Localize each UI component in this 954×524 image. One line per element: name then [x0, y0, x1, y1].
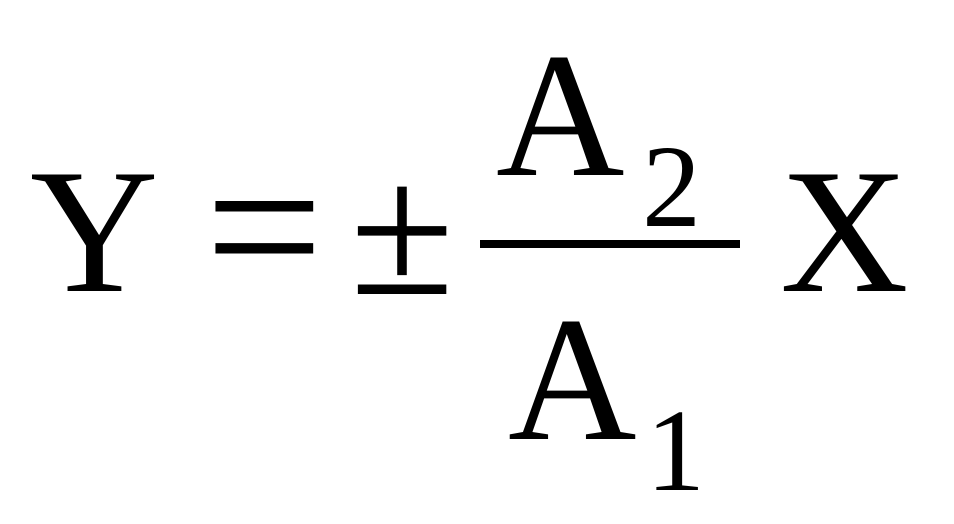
fraction-bar [480, 240, 740, 248]
equals-sign: = [205, 111, 324, 343]
denominator-subscript: 1 [646, 385, 705, 516]
lhs-variable: Y [30, 132, 159, 330]
numerator-subscript: 2 [642, 121, 701, 252]
plus-minus-sign: ± [350, 126, 455, 336]
numerator-variable: A [496, 16, 625, 214]
rhs-variable: X [780, 132, 909, 330]
denominator-variable: A [508, 280, 637, 478]
